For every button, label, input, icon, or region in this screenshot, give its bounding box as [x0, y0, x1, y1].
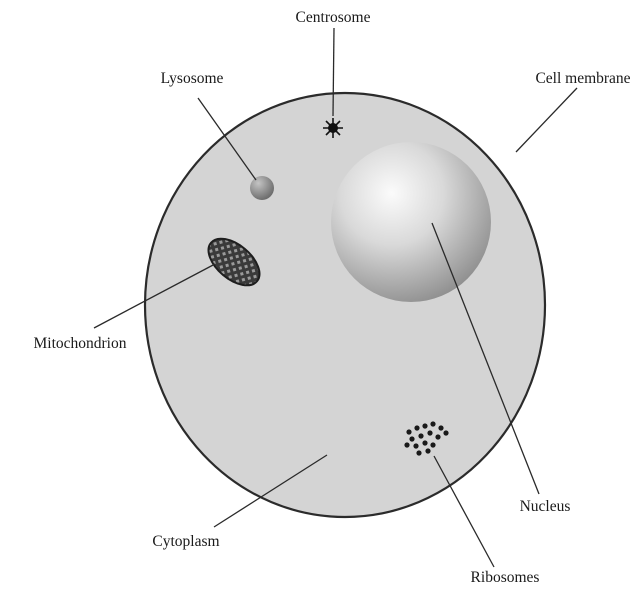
label-lysosome: Lysosome	[161, 70, 224, 87]
label-nucleus: Nucleus	[520, 498, 571, 515]
label-ribosomes: Ribosomes	[471, 569, 540, 586]
lysosome	[250, 176, 274, 200]
centrosome	[323, 118, 343, 138]
nucleus	[331, 142, 491, 302]
label-mitochondrion: Mitochondrion	[34, 335, 127, 352]
cell-membrane	[145, 93, 545, 517]
label-cytoplasm: Cytoplasm	[152, 533, 219, 550]
label-cell-membrane: Cell membrane	[535, 70, 630, 87]
label-centrosome: Centrosome	[296, 9, 371, 26]
leader-cell-membrane	[516, 88, 577, 152]
